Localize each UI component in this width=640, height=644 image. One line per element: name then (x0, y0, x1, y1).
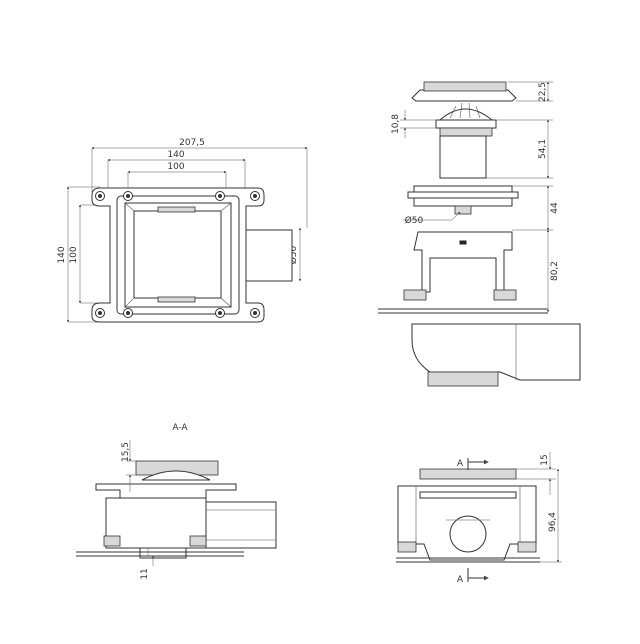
exploded-view: 22,5 10,8 54,1 44 Ø50 80,2 (378, 81, 581, 387)
support-stand (413, 231, 513, 293)
trap-seal (439, 127, 493, 137)
section-foot-left (103, 535, 121, 547)
dim-body-height: 44 (550, 202, 560, 214)
dim-height-frame: 140 (57, 246, 67, 263)
stand-slot (459, 240, 467, 245)
top-view: 207,5 140 100 140 100 Ø50 (57, 138, 308, 323)
frame-inner (124, 202, 232, 308)
section-view: A-A 15,5 11 (76, 423, 277, 580)
siphon-bottom (427, 371, 499, 387)
drain-frame (116, 195, 240, 315)
front-foot-right (517, 541, 537, 553)
dim-front-total: 96,4 (548, 512, 558, 532)
section-foot-right (189, 535, 207, 547)
dim-width-inner: 100 (167, 162, 184, 172)
siphon-housing (411, 323, 581, 381)
trap-cap (438, 108, 494, 121)
front-view: A A 15 96,4 (396, 452, 562, 585)
dim-stand-height: 80,2 (550, 261, 560, 281)
section-outlet (205, 501, 277, 549)
stand-foot-left (403, 289, 427, 301)
section-dimensions (126, 440, 155, 566)
section-body (105, 497, 207, 549)
dim-outlet-diameter: Ø50 (288, 245, 299, 264)
trap-rim (435, 119, 497, 129)
section-mark-bottom: A (457, 575, 464, 585)
section-mark-top: A (457, 459, 464, 469)
trap-body (439, 135, 487, 179)
section-label: A-A (172, 423, 188, 433)
frame-clip-top (157, 206, 196, 213)
body-outlet-stub (454, 205, 472, 215)
frame-clip-bottom (157, 296, 196, 303)
exploded-view-dimensions (400, 81, 553, 313)
outlet-pipe (244, 229, 293, 282)
bracket-screw-holes (95, 191, 260, 318)
dim-section-top: 15,5 (121, 442, 131, 462)
body-flange (407, 191, 519, 199)
front-flange (419, 491, 517, 499)
grate-top (423, 81, 507, 92)
section-cut-markers (467, 458, 489, 582)
dim-trap-lip: 10,8 (391, 114, 401, 134)
front-dimensions (516, 452, 562, 563)
dim-width-overall: 207,5 (179, 138, 205, 148)
dim-section-bottom: 11 (140, 568, 150, 579)
stand-foot-right (493, 289, 517, 301)
dim-front-top: 15 (540, 454, 550, 465)
front-grate (419, 468, 517, 480)
dim-grate-height: 22,5 (538, 82, 548, 102)
front-foot-left (397, 541, 417, 553)
grate-part (411, 89, 517, 102)
dim-height-inner: 100 (69, 246, 79, 263)
dim-trap-height: 54,1 (538, 139, 548, 159)
section-trap-cap (141, 470, 211, 481)
dim-width-frame: 140 (167, 150, 184, 160)
dim-outlet-diameter-exploded: Ø50 (405, 215, 424, 226)
front-outlet-circle (449, 515, 487, 553)
section-frame (95, 483, 237, 499)
